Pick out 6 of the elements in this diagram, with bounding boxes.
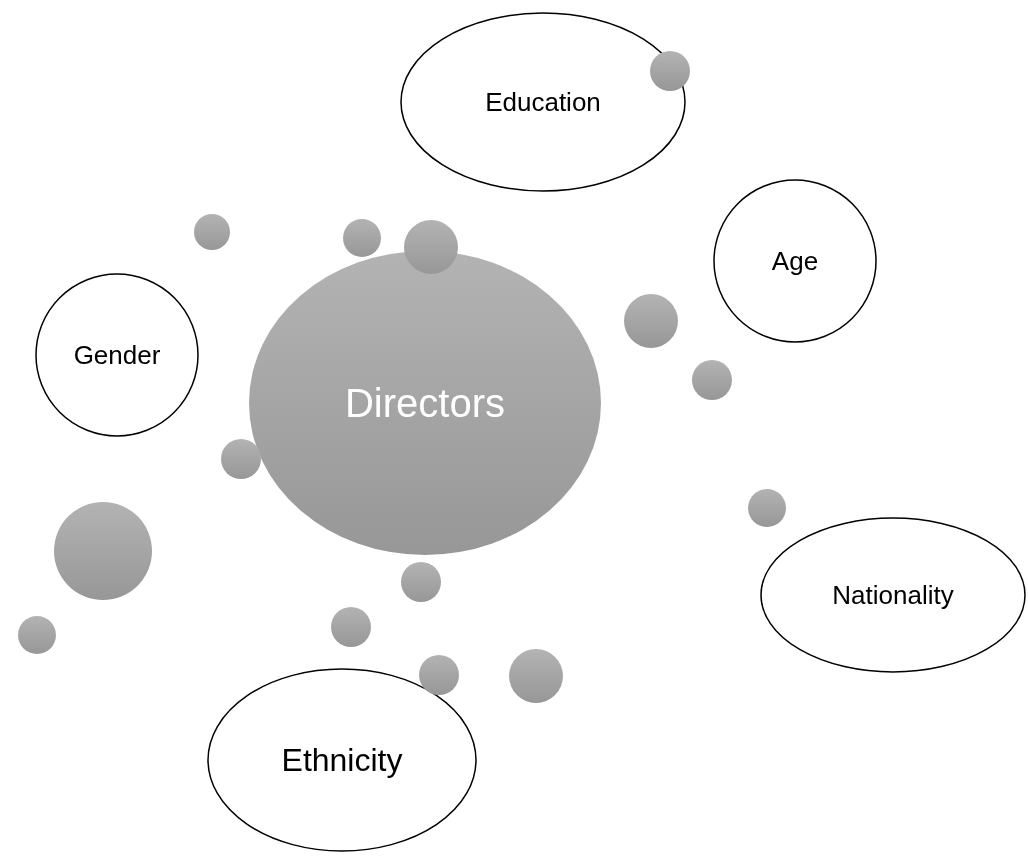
topic-label: Education: [485, 86, 601, 118]
topic-label: Age: [771, 245, 819, 277]
topic-label: Directors: [345, 380, 505, 426]
topic-label: Ethnicity: [281, 741, 403, 779]
topic-label: Nationality: [832, 579, 954, 611]
topic-label: Gender: [73, 339, 161, 371]
